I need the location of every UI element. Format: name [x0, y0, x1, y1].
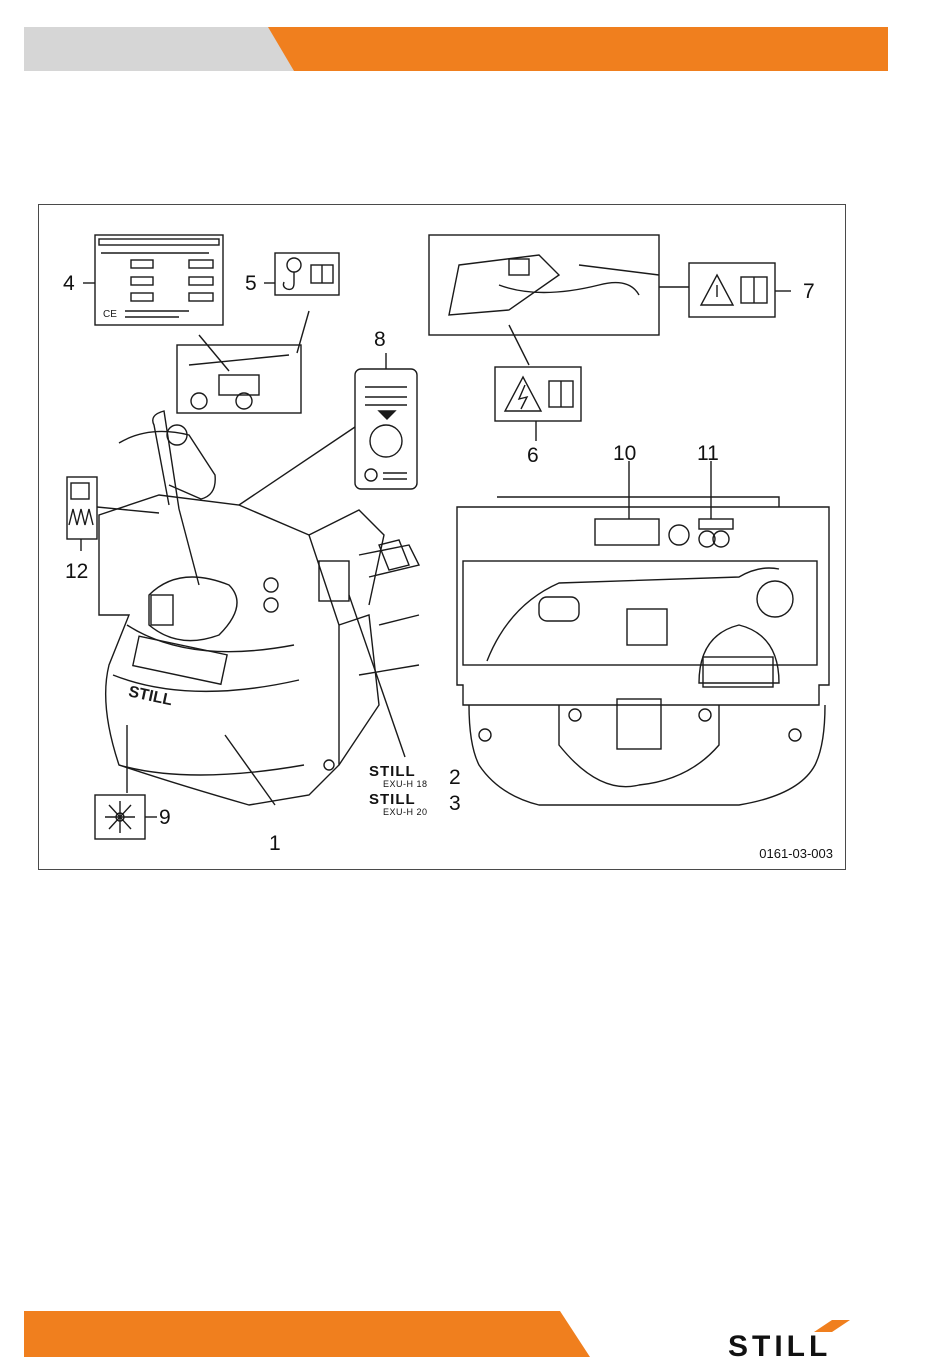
warning-read-manual-icon: [689, 263, 775, 317]
lifting-hook-icon: [275, 253, 339, 295]
header-band: [24, 27, 888, 71]
callout-4: 4: [63, 273, 75, 294]
callout-7: 7: [803, 281, 815, 302]
model-label-2: EXU-H 18: [383, 779, 428, 789]
callout-10: 10: [613, 443, 636, 464]
nameplate-label-icon: CE: [95, 235, 223, 325]
svg-text:STILL: STILL: [127, 683, 174, 709]
electrical-hazard-icon: [495, 367, 581, 421]
footer-band: [24, 1311, 590, 1357]
callout-2: 2: [449, 767, 461, 788]
callout-6: 6: [527, 445, 539, 466]
model-label-3: EXU-H 20: [383, 807, 428, 817]
callout-12: 12: [65, 561, 88, 582]
cold-store-sticker-icon: [67, 477, 97, 539]
brand-label-3: STILL: [369, 791, 416, 808]
truck-top-view-drawing: [457, 497, 829, 805]
svg-text:CE: CE: [103, 309, 117, 320]
brand-label-2: STILL: [369, 763, 416, 780]
label-locations-figure: CE: [38, 204, 846, 870]
still-logo: STILL: [728, 1320, 888, 1360]
callout-9: 9: [159, 807, 171, 828]
figure-drawing: CE: [39, 205, 847, 871]
callout-8: 8: [374, 329, 386, 350]
figure-id: 0161-03-003: [759, 846, 833, 861]
info-plate-icon: [355, 369, 417, 489]
callout-11: 11: [697, 443, 719, 464]
callout-3: 3: [449, 793, 461, 814]
snowflake-sticker-icon: [95, 795, 145, 839]
svg-text:STILL: STILL: [728, 1330, 831, 1360]
callout-5: 5: [245, 273, 257, 294]
callout-1: 1: [269, 833, 281, 854]
